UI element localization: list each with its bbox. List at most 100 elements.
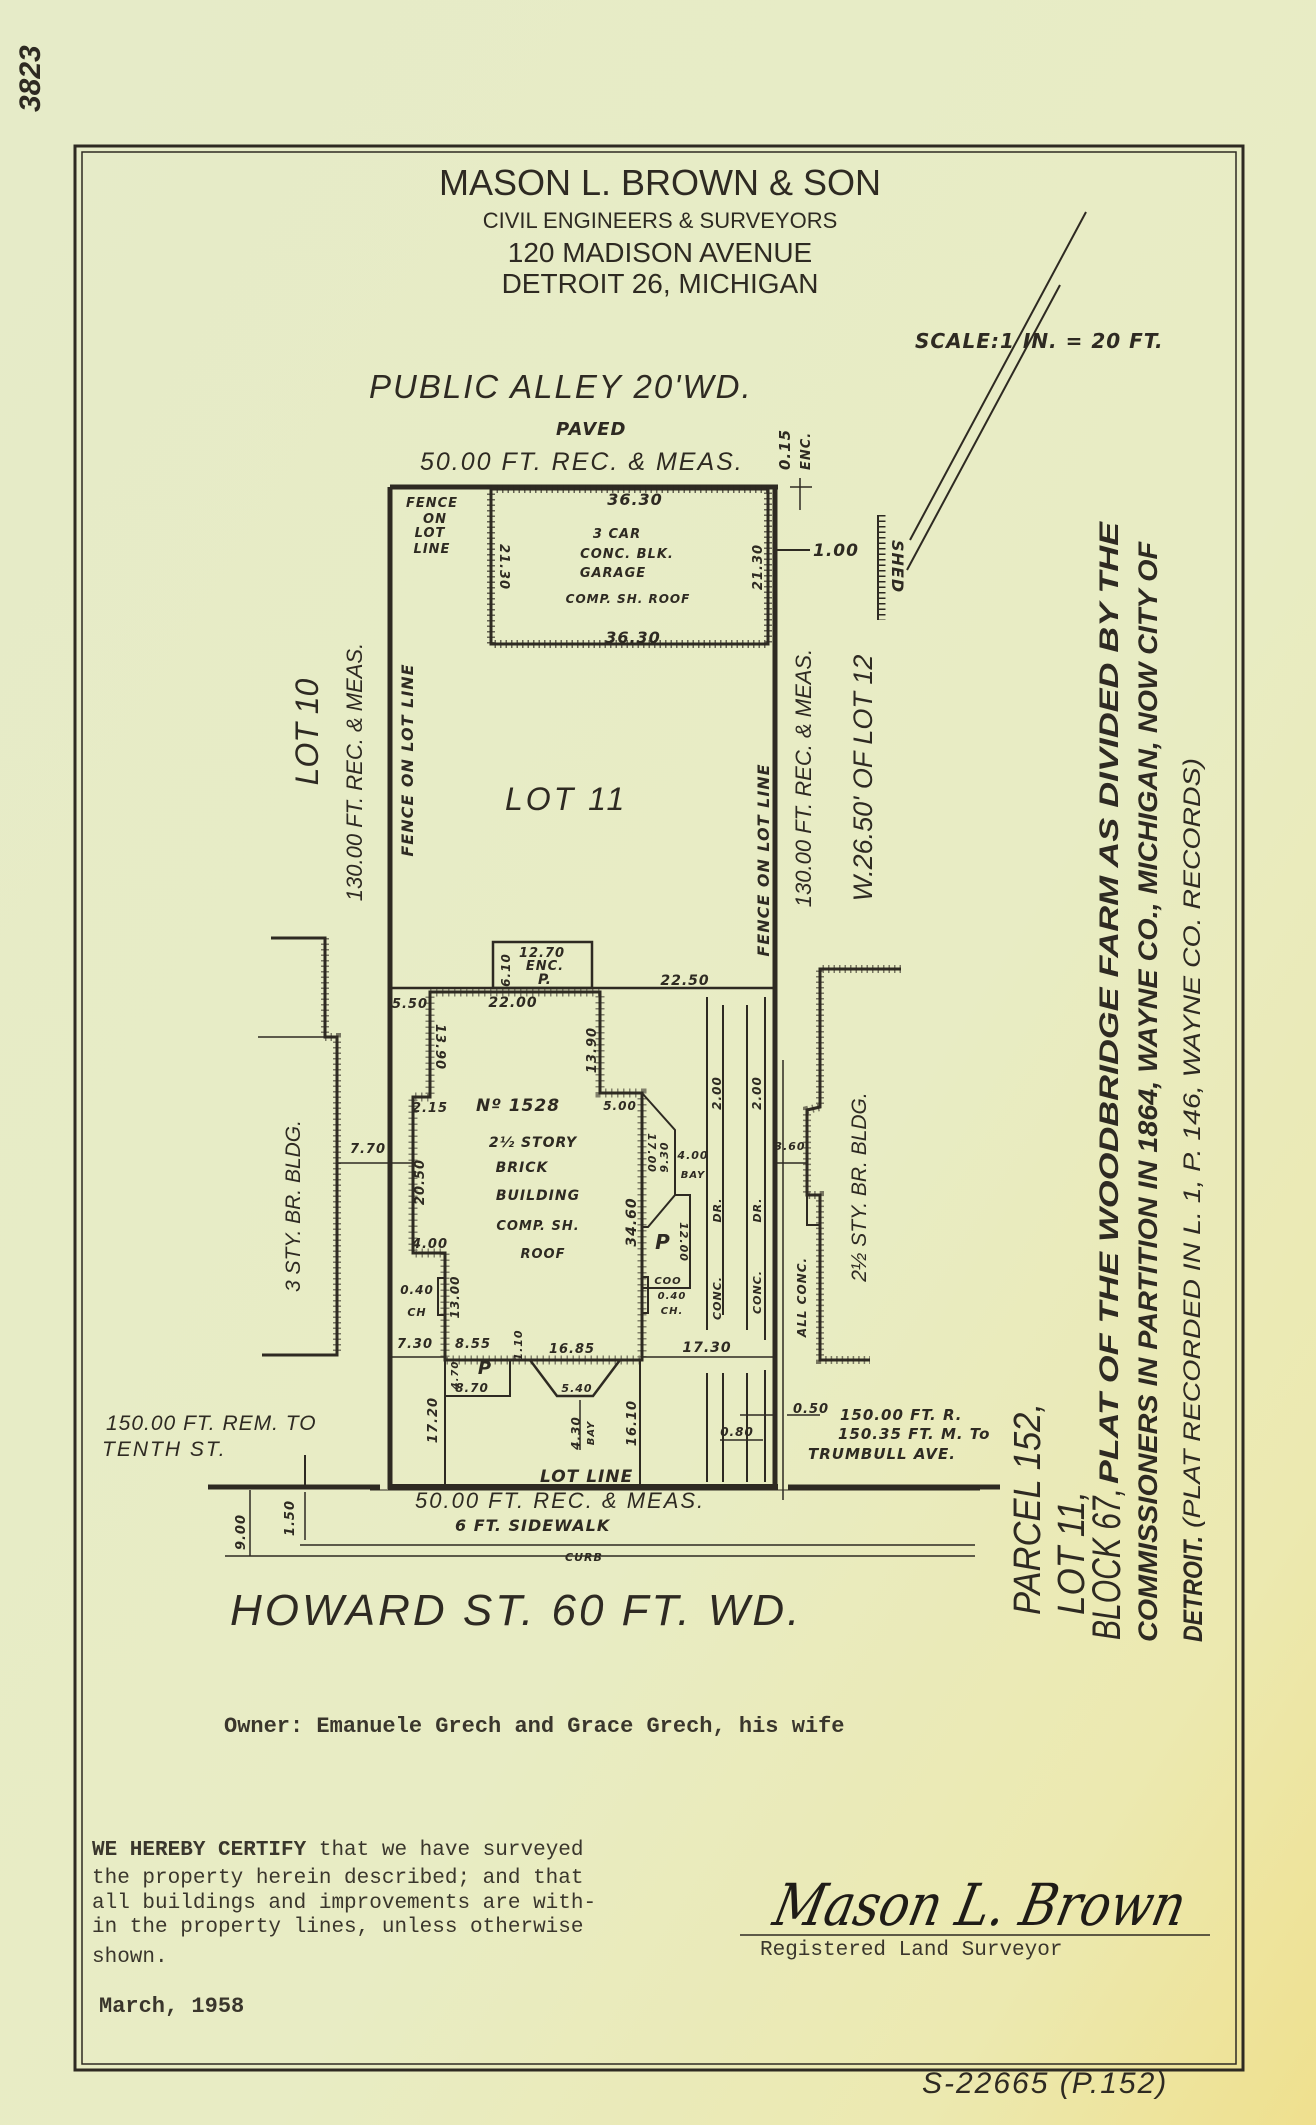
dim-label: 17.00	[645, 1133, 658, 1173]
firm-address: 120 MADISON AVENUE	[508, 237, 812, 268]
signature: Mason L. Brown	[767, 1872, 1192, 1939]
dim-label: 17.30	[682, 1340, 731, 1356]
tenth-street-label: TENTH ST.	[102, 1438, 227, 1461]
surveyor-signature: Mason L. Brown Registered Land Surveyor	[740, 1872, 1210, 1962]
dim-label: 3 CAR	[593, 527, 641, 542]
legal-parcel: PARCEL 152,	[1007, 1403, 1049, 1615]
dim-label: 0.80	[720, 1425, 754, 1439]
dim-label: 6.10	[499, 953, 513, 987]
page-number: 3823	[14, 45, 47, 112]
dim-label: 2.00	[710, 1076, 724, 1110]
street-label: HOWARD ST. 60 FT. WD.	[230, 1586, 802, 1635]
dim-label: BUILDING	[496, 1188, 580, 1204]
lot-line-label: LOT LINE	[540, 1467, 633, 1487]
shed: SHED	[877, 515, 907, 620]
shed-offset: 1.00	[813, 541, 859, 561]
curb-label: CURB	[565, 1551, 603, 1564]
dim-label: ALL CONC.	[795, 1257, 809, 1338]
dim-label: 4.00	[411, 1237, 448, 1252]
dim-label: CH	[407, 1306, 426, 1319]
scale-label: SCALE:	[915, 329, 1000, 353]
dim-label: ON	[423, 512, 447, 527]
dim-label: 7.30	[397, 1337, 433, 1352]
left-building-label: 3 STY. BR. BLDG.	[282, 1120, 305, 1292]
dim-label: 8.70	[455, 1381, 489, 1395]
dim-label: BRICK	[496, 1160, 549, 1176]
dim-label: ROOF	[521, 1247, 566, 1262]
certification-line: in the property lines, unless otherwise	[92, 1916, 583, 1939]
dim-label: 0.40	[658, 1291, 687, 1302]
dim-label: Nº 1528	[476, 1096, 560, 1116]
dim-label: P.	[538, 972, 552, 988]
dim-label: 3.60	[774, 1140, 805, 1153]
left-lot-dimension: 130.00 FT. REC. & MEAS.	[342, 643, 367, 901]
lot-11-label: LOT 11	[505, 781, 627, 817]
right-neighbor-building	[803, 965, 901, 1364]
left-neighbor-building	[258, 936, 341, 1357]
dim-label: 5.40	[561, 1382, 592, 1395]
enc-top-value: 0.15	[776, 429, 794, 470]
trumbull-measured: 150.35 FT. M. To	[838, 1425, 990, 1443]
legal-line-3: PLAT OF THE WOODBRIDGE FARM AS DIVIDED B…	[1094, 521, 1124, 1484]
dim-1-50: 1.50	[283, 1500, 298, 1536]
dim-label: 16.10	[625, 1400, 640, 1446]
legal-lot: LOT 11,	[1051, 1491, 1093, 1615]
certification-line: shown.	[92, 1946, 168, 1969]
certification-line: the property herein described; and that	[92, 1867, 583, 1890]
dim-label: LINE	[414, 542, 451, 557]
dim-label: GARAGE	[580, 566, 646, 581]
dim-label: COO	[654, 1276, 681, 1287]
tenth-street-distance: 150.00 FT. REM. TO	[106, 1412, 317, 1435]
fence-right-label: FENCE ON LOT LINE	[754, 763, 773, 956]
legal-detroit: DETROIT.	[1178, 1536, 1208, 1642]
dim-label: 12.00	[677, 1222, 690, 1262]
legal-line-4: COMMISSIONERS IN PARTITION IN 1864, WAYN…	[1133, 540, 1163, 1642]
dim-label: 34.60	[624, 1197, 640, 1246]
dim-label: LOT	[415, 526, 446, 541]
dim-label: BAY	[681, 1170, 706, 1181]
signature-title: Registered Land Surveyor	[760, 1939, 1062, 1962]
porch-enclosed	[491, 940, 594, 990]
certification-line-1: that we have surveyed	[306, 1839, 583, 1862]
dim-label: 21.30	[496, 544, 511, 590]
right-building-label: 2½ STY. BR. BLDG.	[848, 1092, 871, 1282]
dim-label: 20.50	[413, 1159, 428, 1205]
dim-label: 17.20	[426, 1397, 441, 1443]
legal-line-5: (PLAT RECORDED IN L. 1, P. 146, WAYNE CO…	[1179, 758, 1206, 1528]
dim-label: 9.30	[658, 1141, 671, 1172]
shed-label: SHED	[888, 540, 907, 593]
dimension-labels: 36.30 3 CAR CONC. BLK. GARAGE COMP. SH. …	[350, 490, 809, 1451]
scale-value: 1 IN. = 20 FT.	[1000, 329, 1164, 353]
certification: WE HEREBY CERTIFY that we have surveyed …	[92, 1839, 596, 1969]
dim-label: P	[478, 1358, 492, 1379]
dim-label: 4.00	[676, 1149, 708, 1162]
dim-label: COMP. SH. ROOF	[566, 592, 691, 606]
trumbull-label: TRUMBULL AVE.	[808, 1445, 956, 1463]
file-reference: S-22665 (P.152)	[922, 2067, 1168, 2100]
trumbull-offset: 0.50	[793, 1402, 829, 1417]
dim-label: 13.90	[585, 1027, 600, 1073]
dimension-lines	[225, 1162, 980, 1557]
paved-label: PAVED	[556, 419, 626, 440]
lot-12-label: W.26.50' OF LOT 12	[848, 655, 878, 902]
dim-label: 0.40	[400, 1283, 434, 1297]
sidewalk-label: 6 FT. SIDEWALK	[455, 1516, 611, 1535]
garage	[487, 485, 772, 648]
enc-top-label: ENC.	[799, 432, 814, 470]
dim-label: 13.00	[448, 1276, 462, 1319]
trumbull-record: 150.00 FT. R.	[840, 1406, 962, 1424]
border-frame	[73, 144, 1245, 2072]
dim-label: COMP. SH.	[496, 1219, 579, 1234]
bottom-dimension: 50.00 FT. REC. & MEAS.	[415, 1488, 705, 1513]
survey-date: March, 1958	[99, 1994, 244, 2019]
dim-label: 5.00	[603, 1099, 637, 1113]
house-outline	[408, 987, 691, 1487]
certification-lead: WE HEREBY CERTIFY	[92, 1839, 307, 1862]
certification-line: WE HEREBY CERTIFY that we have surveyed	[92, 1839, 584, 1862]
dim-9-00: 9.00	[234, 1514, 249, 1550]
dim-label: DR.	[711, 1198, 724, 1223]
dim-label: ENC.	[526, 959, 564, 974]
dim-label: 4.70	[450, 1361, 461, 1391]
dim-label: 36.30	[605, 628, 661, 647]
